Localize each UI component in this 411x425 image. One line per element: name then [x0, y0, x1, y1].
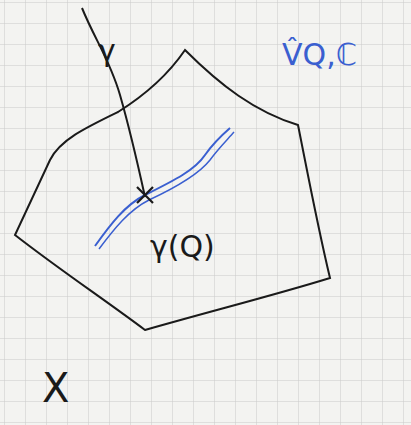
space-label: X: [42, 368, 69, 408]
point-label: γ(Q): [150, 232, 215, 262]
point-mark: [137, 187, 153, 203]
curve-label: γ: [98, 36, 116, 66]
surface-outline: [15, 50, 330, 330]
subvariety-label: V̂Q,ℂ: [282, 40, 357, 70]
curve-gamma: [82, 8, 145, 197]
